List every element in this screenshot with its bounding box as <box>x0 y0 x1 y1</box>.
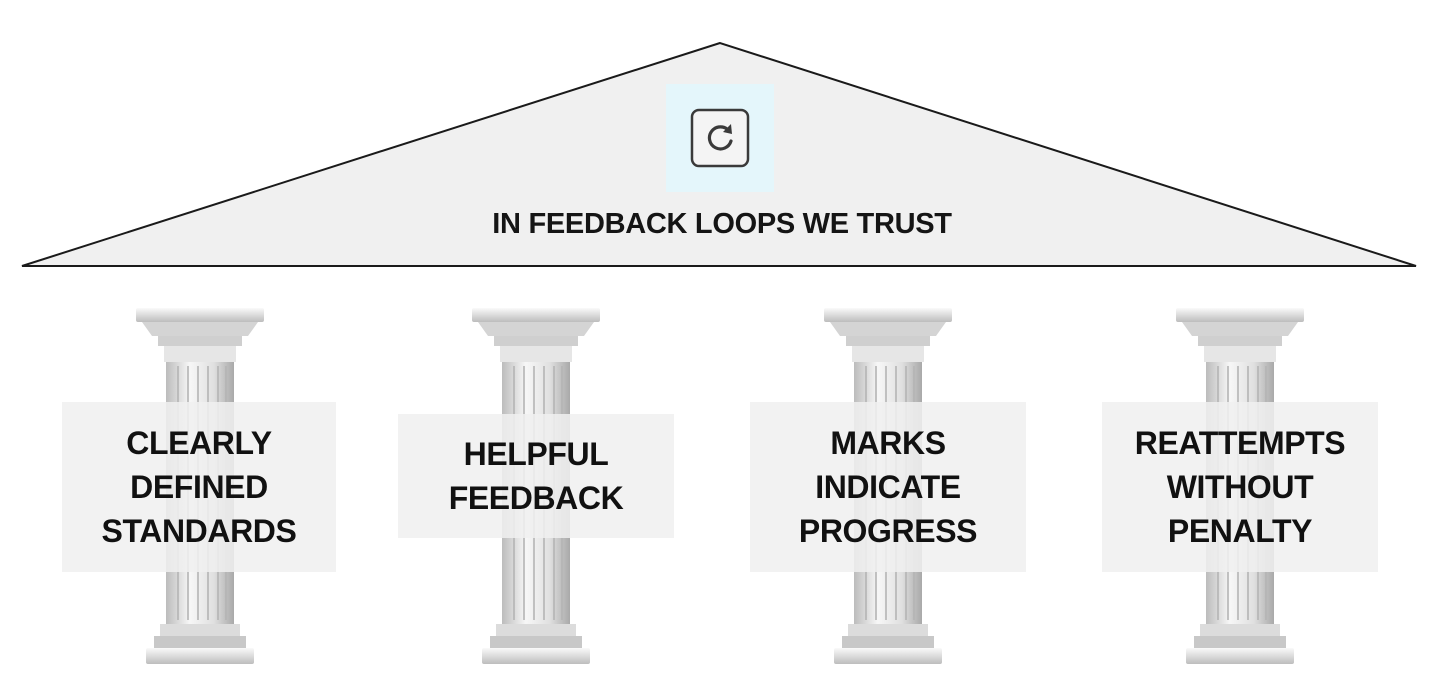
roof-title: IN FEEDBACK LOOPS WE TRUST <box>492 208 952 240</box>
pillar-label-4: REATTEMPTS WITHOUT PENALTY <box>1134 425 1346 549</box>
roof-icon-tile <box>666 84 774 192</box>
pillar-label-3: MARKS INDICATE PROGRESS <box>798 425 978 549</box>
refresh-icon <box>690 108 750 168</box>
pillar-label-box-3: MARKS INDICATE PROGRESS <box>750 402 1026 572</box>
pillar-label-box-2: HELPFUL FEEDBACK <box>398 414 674 538</box>
pillar-label-1: CLEARLY DEFINED STANDARDS <box>101 425 297 549</box>
pillar-label-box-4: REATTEMPTS WITHOUT PENALTY <box>1102 402 1378 572</box>
pillar-label-box-1: CLEARLY DEFINED STANDARDS <box>62 402 336 572</box>
pillar-label-2: HELPFUL FEEDBACK <box>448 436 624 516</box>
